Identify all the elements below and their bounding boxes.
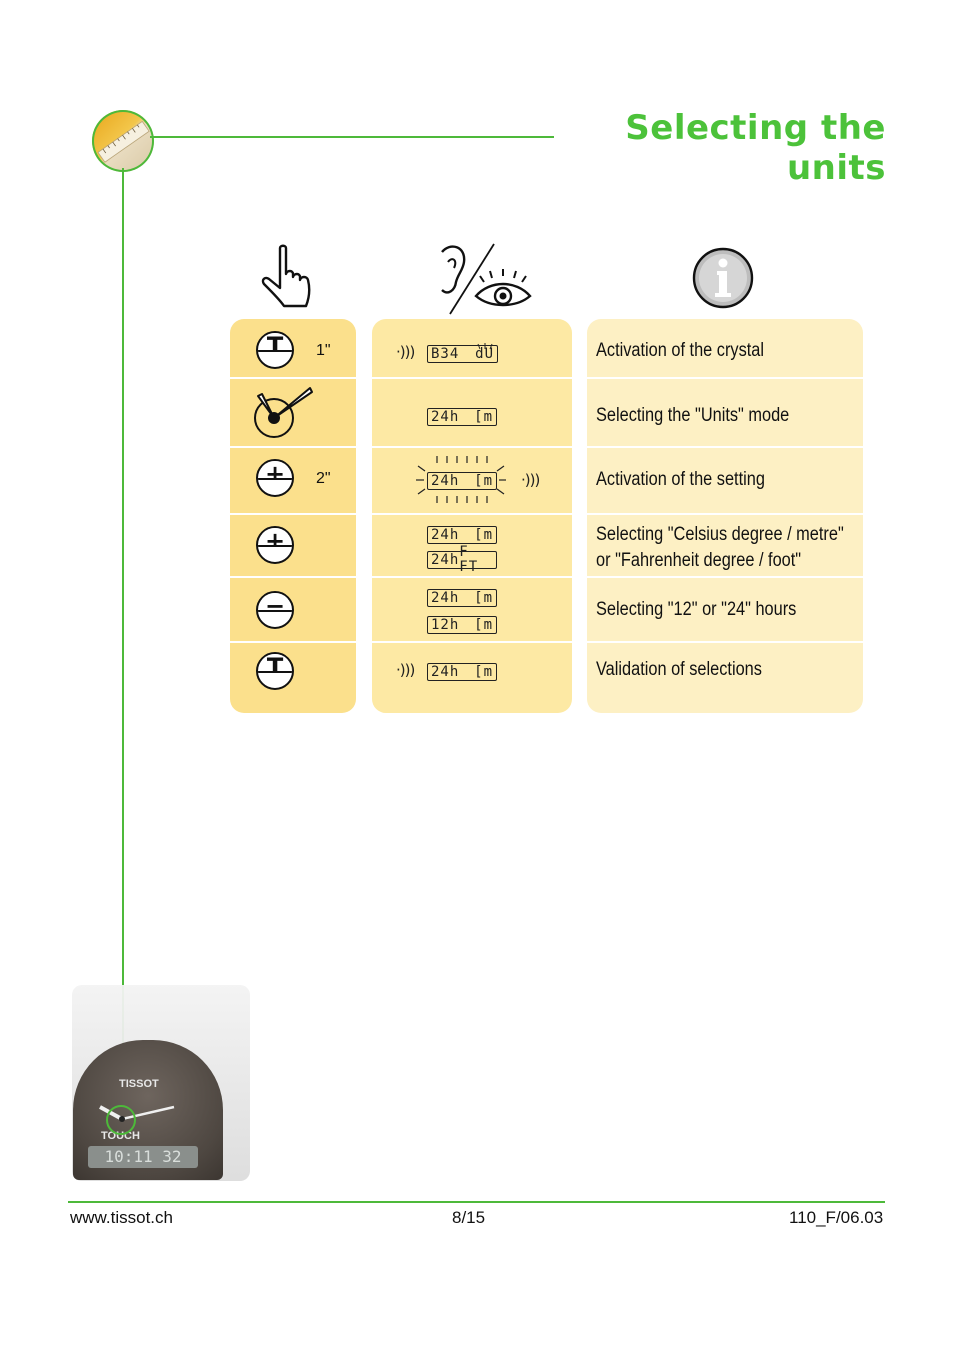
- lcd-left: B34: [431, 345, 460, 362]
- beep-sound-icon: ·))): [396, 661, 415, 679]
- info-text: or "Fahrenheit degree / foot": [596, 550, 802, 571]
- lcd-display: 24h [m: [427, 589, 497, 607]
- row-divider: [230, 446, 863, 448]
- display-column: [372, 319, 572, 713]
- lcd-right: [m: [474, 472, 493, 489]
- row-divider: [230, 576, 863, 578]
- lcd-right: F FT: [459, 544, 479, 575]
- info-text: Activation of the crystal: [596, 340, 765, 361]
- footer-doc-code: 110_F/06.03: [789, 1208, 884, 1227]
- flash-icon: [476, 337, 498, 350]
- lcd-display: 12h [m: [427, 616, 497, 634]
- row-divider: [230, 641, 863, 643]
- ear-eye-icon: [432, 242, 536, 316]
- t-button-icon: T: [256, 331, 294, 369]
- lcd-right: dU: [475, 345, 494, 362]
- press-duration: 2": [316, 470, 331, 487]
- info-text: Validation of selections: [596, 659, 762, 680]
- watch-lcd: 10:11 32: [88, 1146, 198, 1168]
- info-text: Activation of the setting: [596, 469, 765, 490]
- lcd-right: [m: [474, 616, 493, 633]
- plus-button-icon: +: [256, 526, 294, 564]
- watch-brand: TISSOT: [119, 1078, 159, 1090]
- info-column: [587, 319, 863, 713]
- lcd-left: 24h: [431, 472, 460, 489]
- info-text: Selecting "Celsius degree / metre": [596, 524, 844, 545]
- t-button-icon: T: [256, 652, 294, 690]
- lcd-right: [m: [474, 526, 493, 543]
- lcd-left: 12h: [431, 616, 460, 633]
- lcd-right: [m: [474, 663, 493, 680]
- watch-model: TOUCH: [101, 1130, 140, 1142]
- lcd-left: 24h: [431, 589, 460, 606]
- footer-page-number: 8/15: [452, 1208, 486, 1227]
- lcd-left: 24h: [431, 526, 460, 543]
- row-divider: [230, 377, 863, 379]
- lcd-left: 24h: [431, 663, 460, 680]
- beep-sound-icon: ·))): [396, 343, 415, 361]
- footer-website: www.tissot.ch: [70, 1208, 173, 1227]
- row-divider: [230, 513, 863, 515]
- section-logo-ruler-icon: [92, 110, 154, 172]
- lcd-left: 24h: [431, 408, 460, 425]
- column-gap: [572, 319, 587, 713]
- header-rule: [150, 136, 554, 138]
- lcd-display: B34 dU: [427, 345, 498, 363]
- footer-rule: [68, 1201, 885, 1203]
- beep-sound-icon: ·))): [521, 471, 540, 489]
- flashing-rays-icon: [414, 454, 508, 506]
- pointing-hand-icon: [256, 244, 320, 310]
- crown-hands-icon: [250, 384, 314, 442]
- minus-button-icon: −: [256, 591, 294, 629]
- action-column: [230, 319, 356, 713]
- info-text: Selecting "12" or "24" hours: [596, 599, 797, 620]
- lcd-right: [m: [474, 408, 493, 425]
- plus-button-icon: +: [256, 459, 294, 497]
- press-duration: 1": [316, 342, 331, 359]
- crown-highlight-ring: [106, 1105, 136, 1135]
- lcd-display: 24h [m: [427, 663, 497, 681]
- lcd-right: [m: [474, 589, 493, 606]
- lcd-display: 24h F FT: [427, 545, 497, 575]
- column-gap: [356, 319, 372, 713]
- lcd-display: 24h [m: [427, 526, 497, 544]
- page-title: Selecting the units: [625, 108, 886, 188]
- info-icon: [692, 247, 754, 309]
- side-rule: [122, 168, 124, 1118]
- info-text: Selecting the "Units" mode: [596, 405, 790, 426]
- lcd-display: 24h [m: [427, 408, 497, 426]
- lcd-left: 24h: [431, 551, 460, 568]
- lcd-display: 24h [m: [427, 472, 497, 490]
